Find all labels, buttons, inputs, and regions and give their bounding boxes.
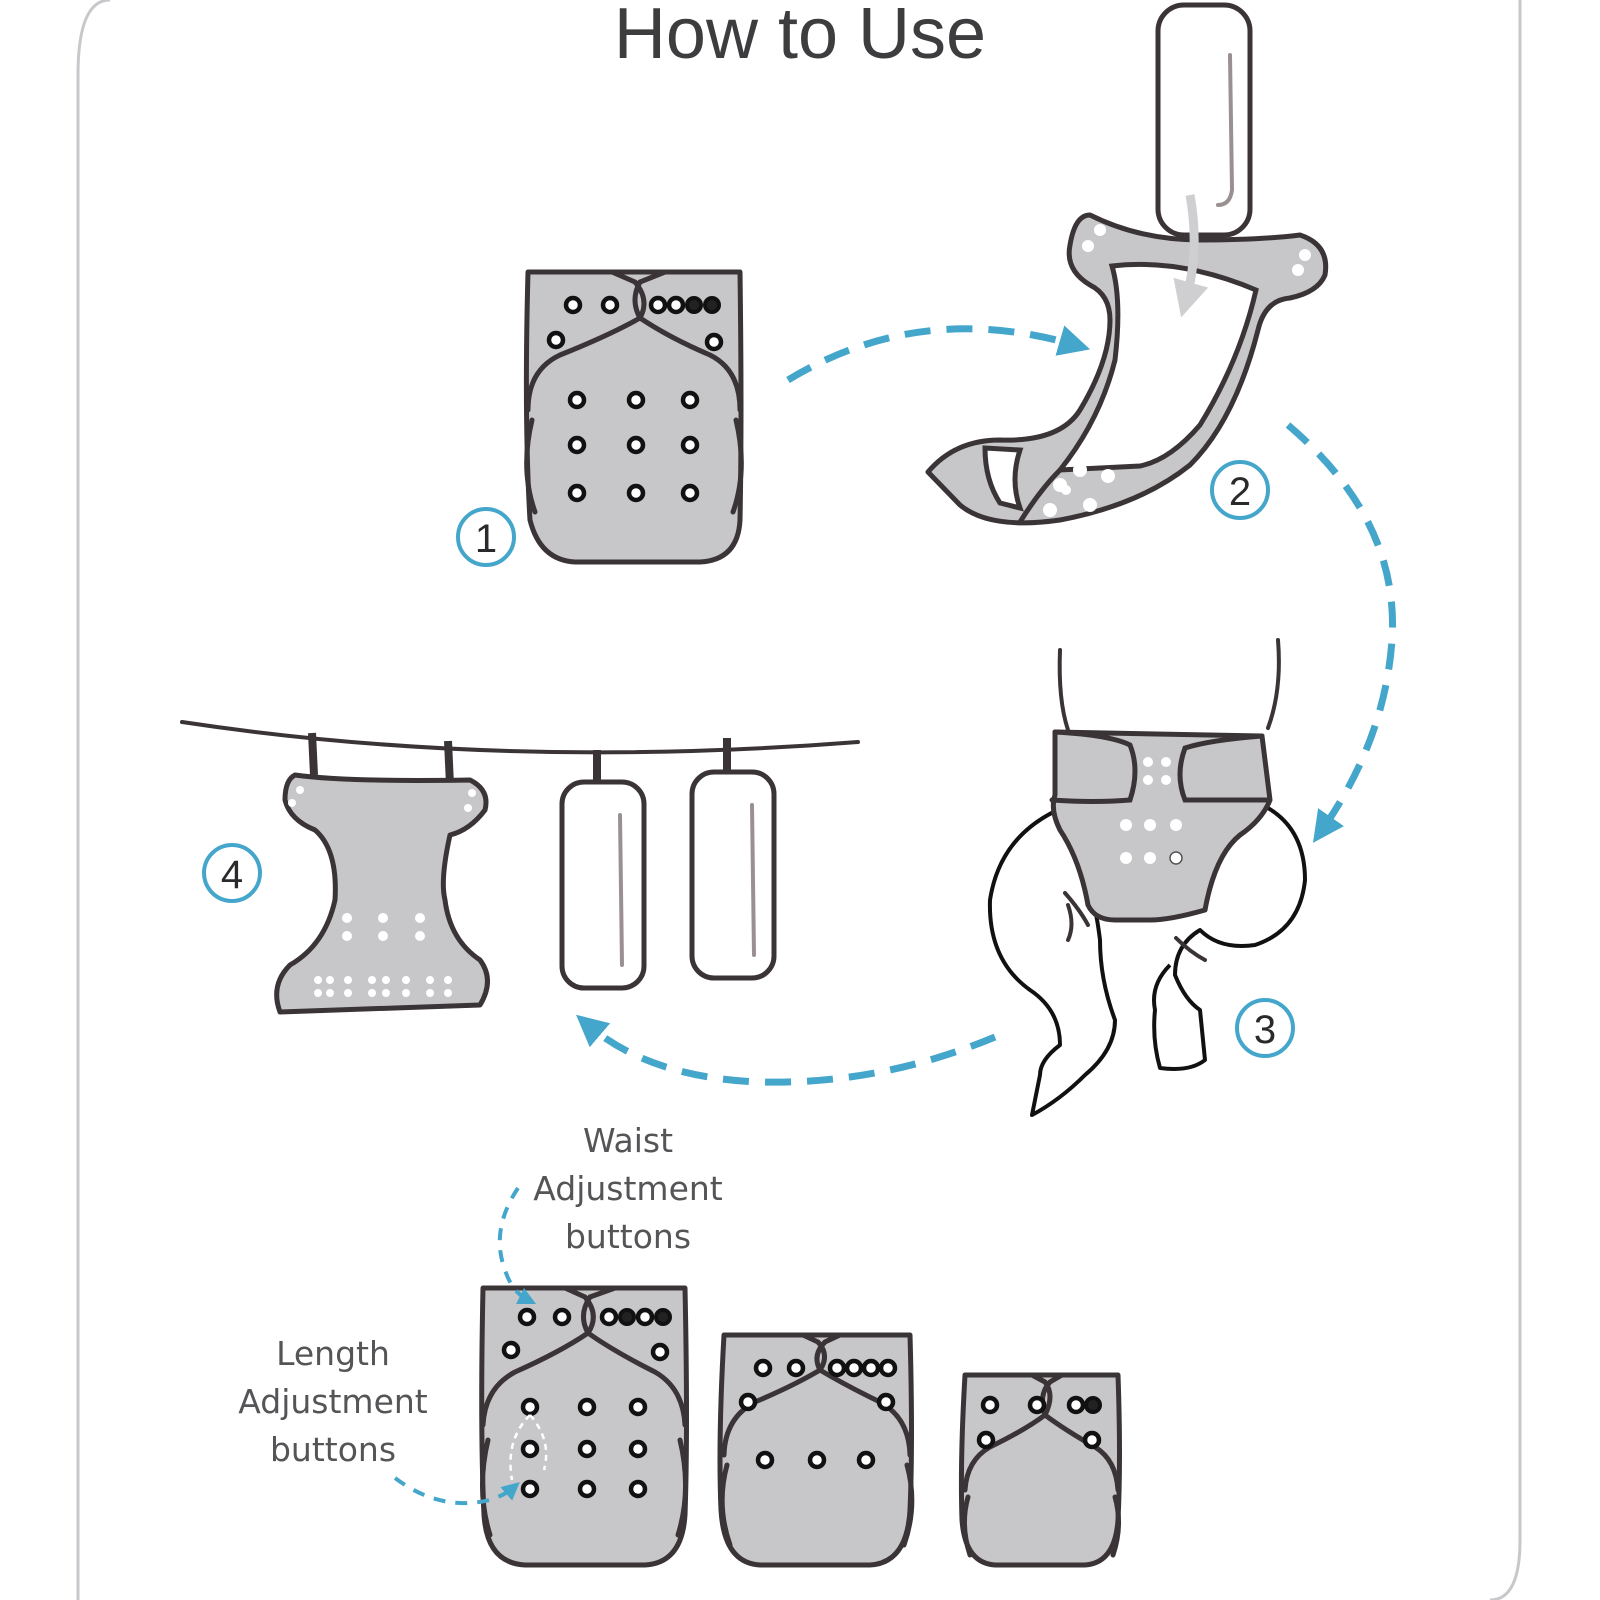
length-label-line-3: buttons xyxy=(270,1430,396,1469)
step-1-badge: 1 xyxy=(456,507,516,567)
length-label-line-2: Adjustment xyxy=(238,1382,428,1421)
diaper-step-2 xyxy=(925,2,1329,526)
step-3-badge: 3 xyxy=(1235,998,1295,1058)
diaper-step-1 xyxy=(523,269,744,565)
drying-insert-2 xyxy=(689,769,777,981)
arrow-step-3-to-4 xyxy=(576,1014,997,1086)
step-4-number: 4 xyxy=(221,853,243,897)
page-title: How to Use xyxy=(614,0,986,74)
step-2-number: 2 xyxy=(1229,470,1251,514)
diaper-size-medium xyxy=(717,1332,915,1568)
card-frame xyxy=(76,0,1522,1600)
length-adjustment-label: Length Adjustment buttons xyxy=(238,1334,428,1469)
waist-label-line-3: buttons xyxy=(565,1217,691,1256)
length-label-line-1: Length xyxy=(276,1334,390,1373)
drying-diaper-shell xyxy=(274,772,490,1015)
waist-adjustment-label: Waist Adjustment buttons xyxy=(533,1121,723,1256)
waist-pointer-arrow xyxy=(497,1186,537,1305)
step-3-number: 3 xyxy=(1254,1008,1276,1052)
waist-label-line-1: Waist xyxy=(583,1121,673,1160)
diaper-size-small xyxy=(958,1372,1122,1568)
drying-insert-1 xyxy=(559,779,647,991)
arrow-step-2-to-3 xyxy=(1285,422,1397,843)
baby-wearing-diaper xyxy=(987,638,1307,1117)
diaper-size-large xyxy=(479,1285,689,1568)
arrow-step-1-to-2 xyxy=(786,325,1091,383)
step-4-badge: 4 xyxy=(202,843,262,903)
length-pointer-arrow xyxy=(393,1476,520,1506)
waist-label-line-2: Adjustment xyxy=(533,1169,723,1208)
step-1-number: 1 xyxy=(475,517,497,561)
step-2-badge: 2 xyxy=(1210,460,1270,520)
insert-direction-arrow xyxy=(1173,194,1209,318)
snap-buttons xyxy=(546,295,724,503)
